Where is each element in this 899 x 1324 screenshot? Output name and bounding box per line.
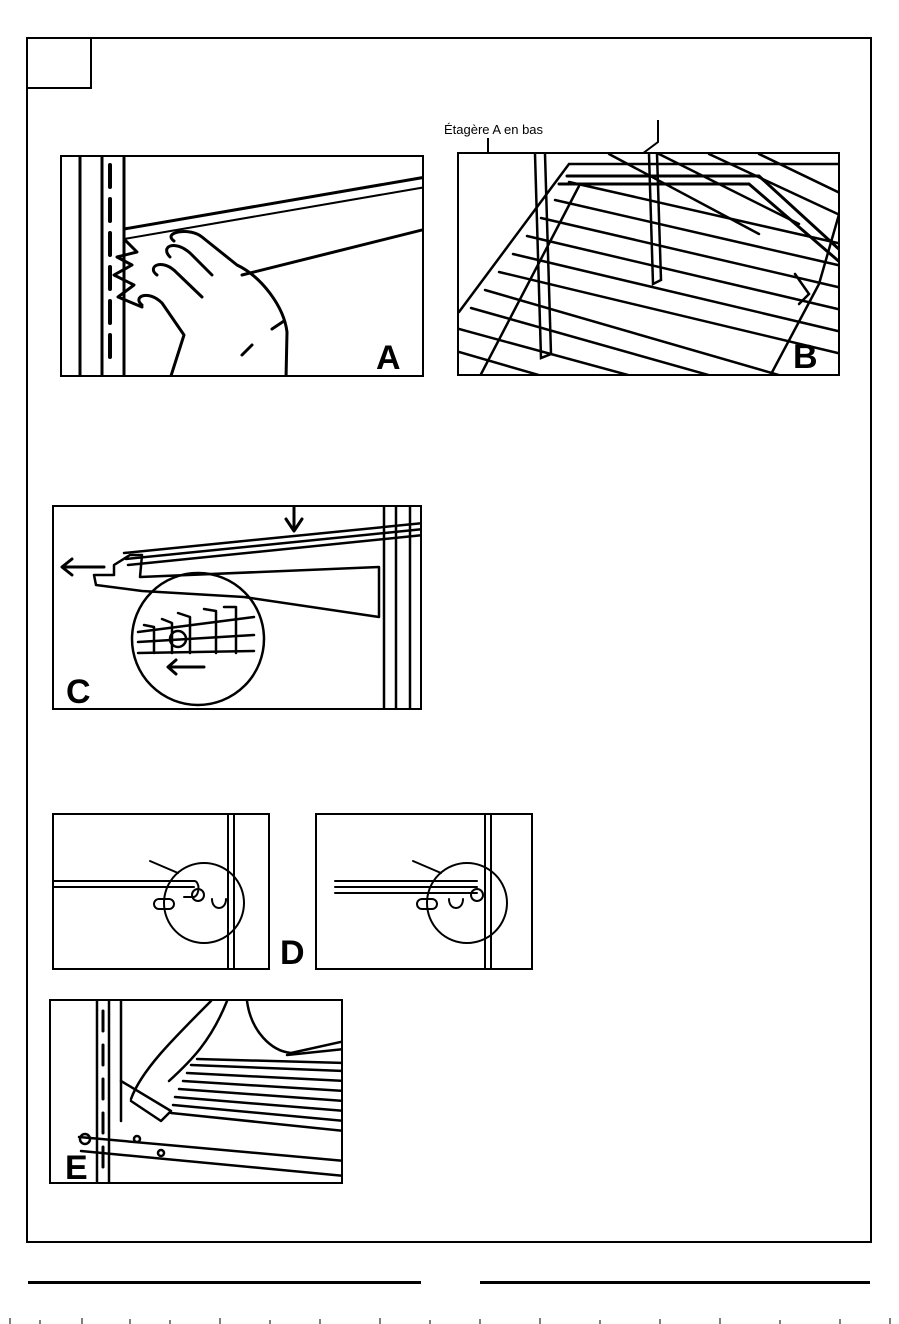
- figure-d-right-illustration: [317, 815, 533, 970]
- figure-a-illustration: [62, 157, 424, 377]
- figure-b-illustration: [459, 154, 840, 376]
- figure-e: E: [49, 999, 343, 1184]
- figure-c: C: [52, 505, 422, 710]
- corner-tab: [26, 37, 92, 89]
- figure-d-right: [315, 813, 533, 970]
- figure-d-left-illustration: [54, 815, 270, 970]
- figure-d-label: D: [280, 936, 305, 970]
- figure-c-label: C: [66, 675, 91, 709]
- figure-d-left: [52, 813, 270, 970]
- figure-a-label: A: [376, 341, 401, 375]
- footer-rule-right: [480, 1281, 870, 1284]
- figure-c-illustration: [54, 507, 422, 710]
- figure-e-label: E: [65, 1151, 88, 1184]
- figure-b: B: [457, 152, 840, 376]
- figure-b-label: B: [793, 340, 818, 374]
- figure-a: A: [60, 155, 424, 377]
- bottom-scan-strip: [0, 1316, 899, 1324]
- figure-e-illustration: [51, 1001, 343, 1184]
- footer-rule-left: [28, 1281, 421, 1284]
